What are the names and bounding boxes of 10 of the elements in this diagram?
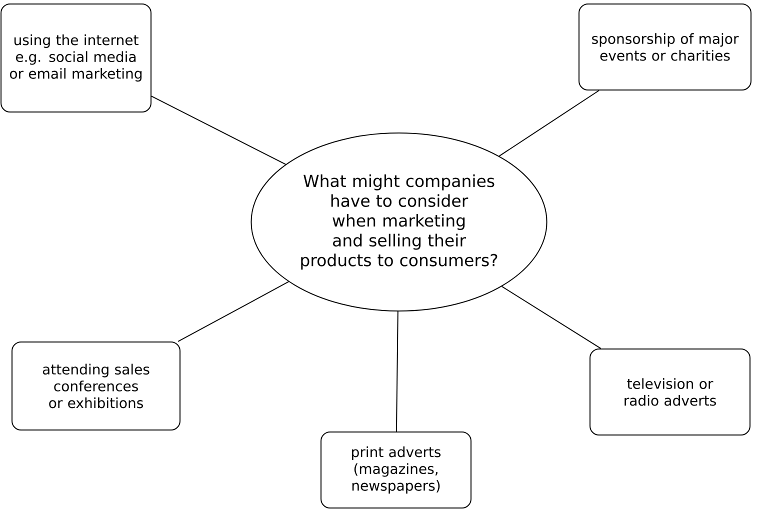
topic-box: attending sales conferences or exhibitions xyxy=(12,341,180,430)
topic-box: print adverts (magazines, newspapers) xyxy=(320,431,472,508)
connector-line xyxy=(151,96,286,165)
connector-line xyxy=(178,281,290,342)
connector-line xyxy=(501,286,602,349)
connector-line xyxy=(498,90,600,157)
topic-box: television or radio adverts xyxy=(590,348,750,436)
topic-box: sponsorship of major events or charities xyxy=(578,3,752,90)
connector-line xyxy=(396,310,398,432)
topic-box: using the internet e.g. social media or email marketing xyxy=(0,3,152,112)
